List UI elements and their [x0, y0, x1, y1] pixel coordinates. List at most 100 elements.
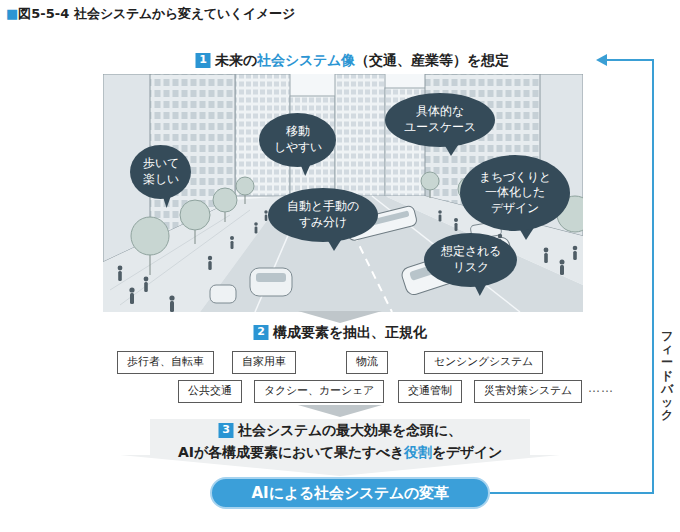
vehicles: [250, 268, 292, 296]
vehicles: [210, 285, 236, 303]
speech-bubble: 自動と手動の すみ分け: [268, 188, 378, 242]
step-heading: （交通、産業等）を想定: [355, 51, 509, 69]
step-heading: 未来の: [215, 51, 257, 69]
step-number-text: 2: [257, 325, 265, 339]
component-box-text: 交通管制: [408, 384, 452, 397]
pedestrians: [438, 210, 442, 214]
step-number: 1: [196, 53, 211, 68]
step-heading: 社会システムの最大効果を念頭に、: [238, 421, 462, 439]
pedestrians: [130, 293, 134, 304]
pedestrians: [560, 265, 564, 275]
pedestrians: [129, 287, 134, 292]
vehicles: [210, 285, 236, 303]
component-box: 物流: [346, 351, 388, 374]
component-box: 歩行者、自転車: [117, 351, 214, 374]
far-buildings: [335, 74, 385, 196]
feedback-arrowhead: [596, 54, 607, 66]
pedestrians: [265, 215, 268, 222]
pedestrians: [439, 215, 442, 222]
pedestrians: [498, 234, 502, 238]
speech-bubble-text: まちづくりと 一体化した デザイン: [479, 170, 551, 217]
figure-title: ■図5-5-4 社会システムから変えていくイメージ: [6, 5, 295, 23]
speech-bubble: 歩いて 楽しい: [130, 145, 191, 199]
pedestrians: [118, 271, 122, 281]
pedestrians: [573, 246, 578, 251]
highlight-text: 社会システム像: [257, 51, 355, 69]
pedestrians: [118, 266, 123, 271]
speech-bubble: 想定される リスク: [424, 233, 517, 287]
pedestrians: [254, 222, 258, 226]
component-box-text: 災害対策システム: [484, 384, 572, 397]
pedestrians: [231, 241, 234, 249]
bubble-body: [130, 145, 191, 199]
speech-bubble: 具体的な ユースケース: [385, 93, 495, 147]
result-pill: AIによる社会システムの変革: [210, 477, 490, 509]
step-number: 3: [219, 423, 234, 438]
pedestrians: [264, 210, 267, 213]
bubble-body: [259, 113, 336, 167]
pedestrians: [169, 295, 174, 300]
component-box: センシングシステム: [424, 351, 543, 374]
street-trees: [180, 200, 210, 230]
street-trees: [421, 172, 439, 190]
component-box: 自家用車: [232, 351, 296, 374]
component-box-text: 自家用車: [242, 355, 286, 368]
bubble-body: [268, 188, 378, 242]
pedestrians: [208, 261, 211, 270]
bubble-body: [460, 155, 570, 231]
speech-bubble: 移動 しやすい: [259, 113, 336, 167]
speech-bubble: まちづくりと 一体化した デザイン: [460, 155, 570, 231]
pedestrians: [573, 251, 577, 260]
pedestrians: [454, 218, 458, 222]
pedestrians: [144, 277, 149, 282]
step-number-text: 1: [199, 53, 207, 67]
component-box: 公共交通: [178, 380, 242, 403]
pedestrians: [208, 256, 212, 260]
step-heading-row: 3 社会システムの最大効果を念頭に、: [219, 421, 462, 439]
vehicles: [256, 273, 286, 282]
component-box: タクシー、カーシェア: [254, 380, 384, 403]
pedestrians: [560, 260, 565, 265]
bubble-body: [385, 93, 495, 147]
street-trees: [213, 188, 237, 212]
speech-bubble-text: 具体的な ユースケース: [404, 104, 476, 135]
result-pill-text: AIによる社会システムの変革: [251, 484, 448, 503]
step-heading: 構成要素を抽出、正規化: [273, 323, 427, 341]
component-box: 災害対策システム: [474, 380, 582, 403]
step-heading: をデザイン: [432, 443, 502, 461]
step-heading-row: 2 構成要素を抽出、正規化: [254, 323, 427, 341]
ellipsis-mark: ……: [588, 381, 614, 395]
step-heading-row: 1 未来の社会システム像（交通、産業等）を想定: [196, 51, 509, 69]
speech-bubble-text: 移動 しやすい: [274, 124, 322, 155]
speech-bubble-text: 想定される リスク: [441, 244, 501, 275]
big-down-arrow: [120, 419, 560, 476]
pedestrians: [230, 236, 234, 240]
step-heading-row: AIが各構成要素において果たすべき役割をデザイン: [178, 443, 502, 461]
pedestrians: [144, 282, 148, 292]
component-box-text: 物流: [356, 355, 378, 368]
component-box-text: 歩行者、自転車: [127, 355, 204, 368]
step-heading: AIが各構成要素において果たすべき: [178, 443, 404, 461]
street-trees: [131, 217, 169, 255]
pedestrians: [255, 227, 258, 234]
pedestrians: [544, 253, 548, 263]
highlight-text: 役割: [404, 443, 432, 461]
step-number: 2: [254, 325, 269, 340]
street-trees: [236, 177, 254, 195]
step-number-text: 3: [222, 423, 230, 437]
component-box-text: 公共交通: [188, 384, 232, 397]
speech-bubble-text: 歩いて 楽しい: [143, 156, 179, 187]
speech-bubble-text: 自動と手動の すみ分け: [287, 199, 359, 230]
bubble-body: [424, 233, 517, 287]
feedback-line: [490, 60, 653, 493]
component-box: 交通管制: [398, 380, 462, 403]
component-box-text: センシングシステム: [434, 355, 533, 368]
street-ground: [110, 215, 230, 290]
down-chevron: [298, 405, 382, 417]
down-chevron: [298, 311, 382, 323]
feedback-label: フィードバック: [661, 330, 673, 422]
pedestrians: [455, 223, 458, 231]
vehicles: [250, 268, 292, 296]
pedestrians: [170, 301, 174, 312]
